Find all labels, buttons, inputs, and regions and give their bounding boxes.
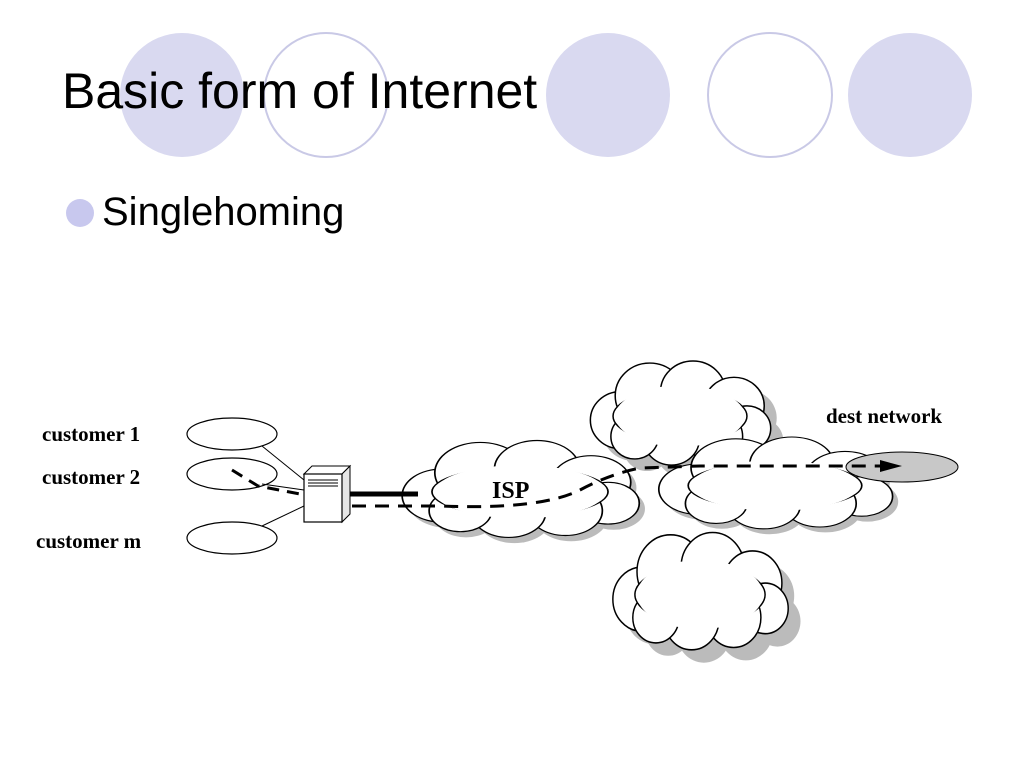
isp-cloud-icon	[401, 439, 645, 544]
deco-circle-outline	[707, 32, 833, 158]
dest-network-node	[845, 451, 959, 483]
dest-cloud-icon	[657, 436, 899, 535]
slide-title: Basic form of Internet	[62, 63, 538, 119]
dest-network-label: dest network	[826, 404, 942, 428]
isp-label: ISP	[492, 478, 529, 504]
customer-node-1	[186, 417, 278, 451]
customer-label-2: customer 2	[42, 465, 140, 489]
bullet-item: Singlehoming	[66, 190, 344, 235]
customer-label-1: customer 1	[42, 422, 140, 446]
arrowhead-icon	[880, 460, 902, 472]
bullet-dot-icon	[66, 198, 94, 227]
deco-circle-filled	[546, 33, 670, 157]
route-path-customer	[231, 468, 301, 496]
customer-label-m: customer m	[36, 529, 142, 553]
customer-link-m	[261, 505, 305, 527]
deco-circle-filled	[120, 33, 244, 157]
backbone-cloud-upper-icon	[589, 360, 784, 478]
customer-link-2	[261, 483, 305, 491]
deco-circle-outline	[263, 32, 389, 158]
backbone-cloud-lower-icon	[612, 531, 801, 663]
deco-circle-filled	[848, 33, 972, 157]
customer-link-1	[261, 445, 305, 481]
customer-node-m	[186, 521, 278, 555]
router-icon	[302, 464, 352, 524]
route-path-backbone	[352, 464, 880, 509]
customer-node-2	[186, 457, 278, 491]
bullet-text: Singlehoming	[102, 190, 345, 234]
